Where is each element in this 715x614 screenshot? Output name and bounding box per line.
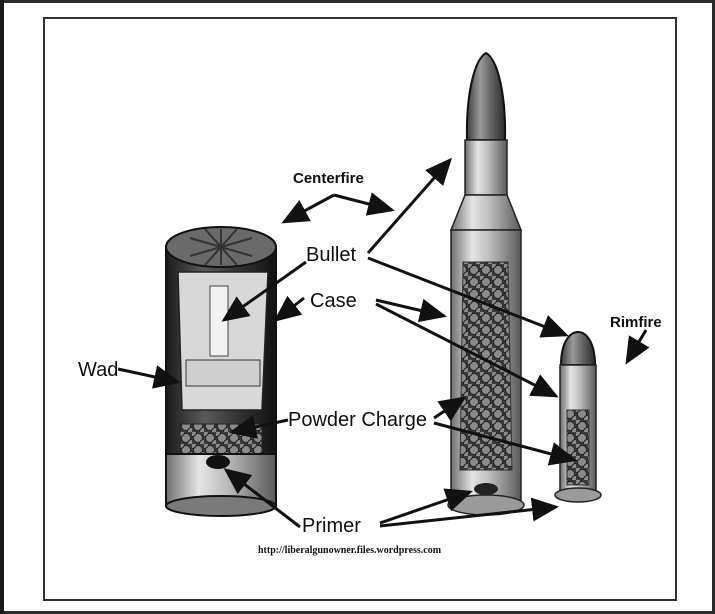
label-wad: Wad — [78, 359, 119, 381]
label-case: Case — [310, 290, 357, 312]
centerfire-arrow-left — [281, 193, 335, 224]
powder-arrow-rimfire — [433, 421, 577, 466]
primer-arrow-rifle — [379, 488, 473, 525]
left-border-rule — [0, 0, 4, 614]
rimfire-cartridge — [554, 330, 602, 503]
rifle-bullet — [465, 51, 507, 141]
label-rimfire: Rimfire — [610, 314, 662, 331]
primer-arrow-shell — [223, 468, 301, 529]
powder-arrow-shell — [229, 415, 289, 439]
powder-arrow-rifle — [433, 396, 467, 422]
label-powder-charge: Powder Charge — [288, 409, 427, 431]
leader-lines — [117, 157, 650, 529]
bullet-arrow-rifle — [366, 157, 452, 254]
bullet-arrow-shell — [221, 260, 307, 322]
centerfire-cartridge — [447, 51, 525, 516]
figure-frame — [43, 17, 677, 601]
wad-arrow — [117, 365, 181, 389]
source-url: http://liberalgunowner.files.wordpress.c… — [258, 545, 442, 556]
shotgun-shell — [165, 226, 277, 517]
label-centerfire: Centerfire — [293, 170, 364, 187]
centerfire-arrow-right — [333, 192, 395, 216]
case-arrow-rifle — [375, 298, 447, 323]
rimfire-arrow — [625, 329, 650, 365]
case-arrow-rimfire — [375, 302, 559, 398]
case-arrow-shell — [273, 295, 305, 322]
label-primer: Primer — [302, 515, 361, 537]
label-bullet: Bullet — [306, 244, 357, 266]
primer-arrow-rimfire — [379, 497, 559, 528]
rimfire-bullet — [559, 330, 597, 366]
bullet-arrow-rimfire — [367, 256, 569, 338]
